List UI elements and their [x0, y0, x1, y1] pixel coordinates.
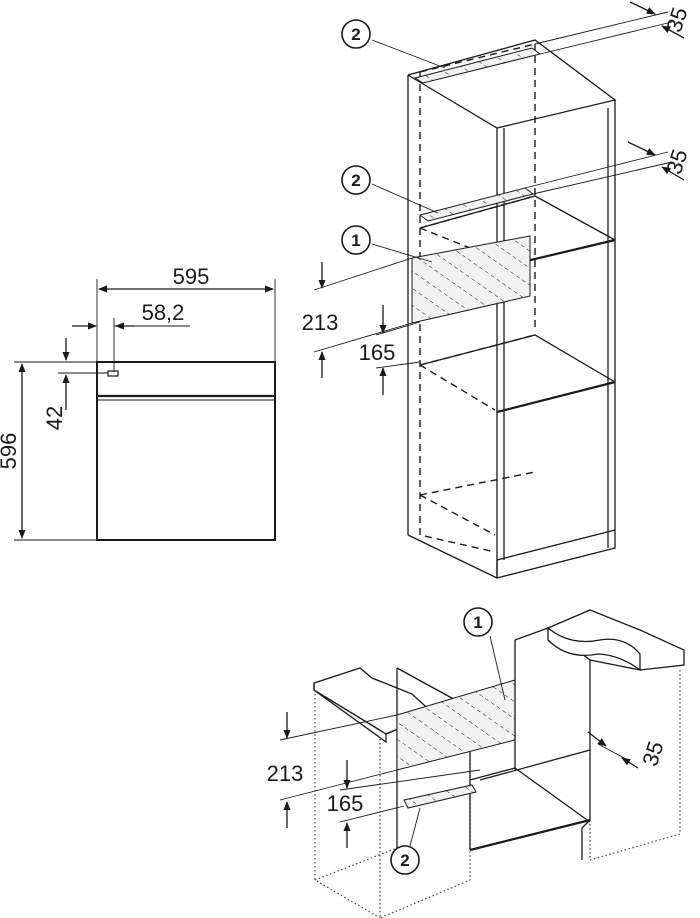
- svg-text:2: 2: [351, 171, 360, 190]
- front-view: 595 58,2 596 42: [0, 264, 276, 541]
- control-marker: [107, 370, 119, 377]
- callout-vent-under: 1: [463, 607, 506, 701]
- ventilation-area-under: [396, 679, 516, 771]
- panel-height-label: 42: [42, 406, 67, 430]
- svg-text:2: 2: [351, 25, 360, 44]
- svg-text:2: 2: [400, 851, 409, 870]
- vent-height-label: 213: [302, 310, 339, 335]
- mid-gap-label: 35: [661, 146, 692, 177]
- svg-text:1: 1: [351, 231, 360, 250]
- rear-gap-label: 35: [637, 738, 668, 769]
- callout-top-gap: 2: [341, 19, 446, 69]
- niche-offset-label: 165: [359, 340, 396, 365]
- tall-cabinet: 2 2 1 35 35 213: [302, 1, 693, 579]
- width-label: 595: [173, 264, 210, 289]
- height-label: 596: [0, 433, 21, 470]
- svg-text:1: 1: [473, 613, 482, 632]
- top-gap-label: 35: [661, 4, 692, 35]
- callout-vent: 1: [341, 225, 433, 263]
- ventilation-area: [411, 235, 531, 324]
- under-counter-installation: 1 2 213 165 35: [267, 607, 685, 918]
- callout-gap-under: 2: [390, 807, 421, 875]
- vent-height-label-under: 213: [267, 761, 304, 786]
- niche-offset-label-under: 165: [327, 791, 364, 816]
- control-offset-label: 58,2: [142, 300, 185, 325]
- appliance-front: [96, 361, 276, 541]
- callout-mid-gap: 2: [341, 165, 439, 214]
